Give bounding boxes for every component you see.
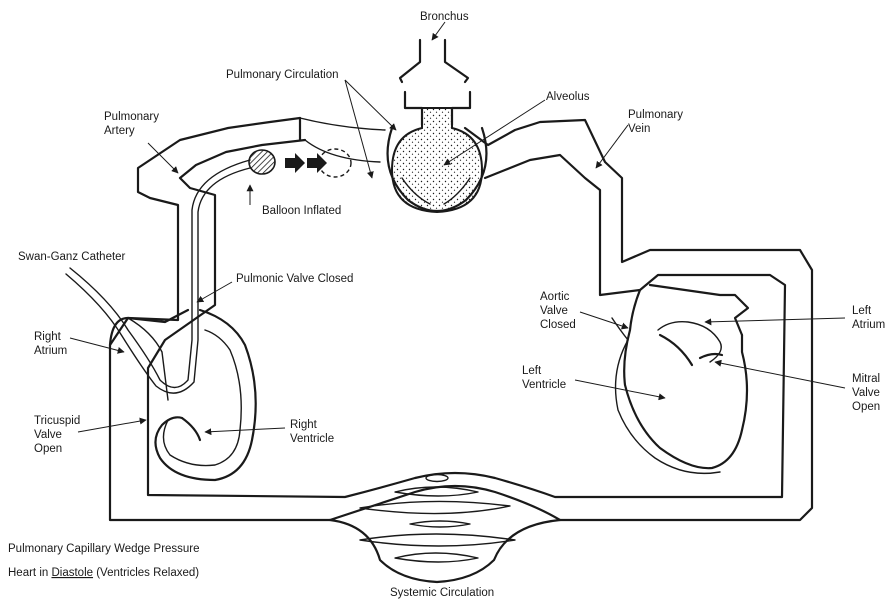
label-pulmonary-circulation: Pulmonary Circulation xyxy=(226,69,339,81)
swan-ganz-catheter xyxy=(66,160,250,393)
label-mitral-valve-open: Mitral Valve Open xyxy=(852,373,883,413)
label-right-atrium: Right Atrium xyxy=(34,331,67,357)
caption-prefix: Heart in xyxy=(8,567,51,579)
caption: Pulmonary Capillary Wedge Pressure Heart… xyxy=(8,543,200,579)
label-left-ventricle: Left Ventricle xyxy=(522,365,566,391)
alveolus xyxy=(388,108,487,212)
label-swan-ganz-catheter: Swan-Ganz Catheter xyxy=(18,251,126,263)
leader-lines xyxy=(70,22,845,432)
label-balloon-inflated: Balloon Inflated xyxy=(262,205,341,217)
label-aortic-valve-closed: Aortic Valve Closed xyxy=(540,291,576,331)
label-bronchus: Bronchus xyxy=(420,11,469,23)
label-pulmonary-artery: Pulmonary Artery xyxy=(104,111,162,137)
systemic-capillary-bed xyxy=(330,475,560,583)
label-systemic-circulation: Systemic Circulation xyxy=(390,587,494,599)
caption-line-2: Heart in Diastole (Ventricles Relaxed) xyxy=(8,567,199,579)
label-alveolus: Alveolus xyxy=(546,91,590,103)
label-pulmonic-valve-closed: Pulmonic Valve Closed xyxy=(236,273,353,285)
label-right-ventricle: Right Ventricle xyxy=(290,419,334,445)
label-tricuspid-valve-open: Tricuspid Valve Open xyxy=(34,415,83,455)
label-left-atrium: Left Atrium xyxy=(852,305,885,331)
label-pulmonary-vein: Pulmonary Vein xyxy=(628,109,686,135)
labels: Bronchus Pulmonary Circulation Alveolus … xyxy=(18,11,885,599)
balloon xyxy=(249,149,351,177)
caption-diastole: Diastole xyxy=(51,567,93,579)
caption-suffix: (Ventricles Relaxed) xyxy=(93,567,199,579)
left-heart xyxy=(612,285,748,473)
caption-line-1: Pulmonary Capillary Wedge Pressure xyxy=(8,543,200,555)
